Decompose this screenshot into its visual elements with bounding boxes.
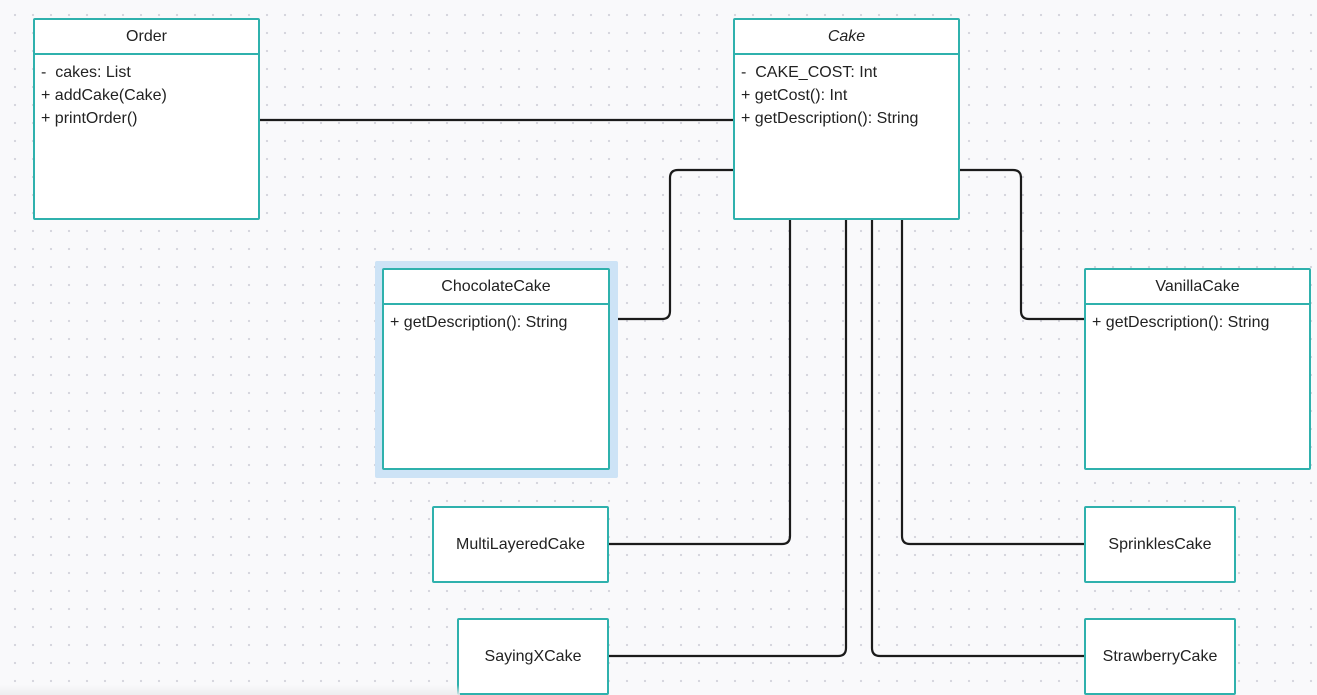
class-cake-method: + getDescription(): String [741,110,919,127]
class-vanillacake-name: VanillaCake [1086,270,1309,305]
class-chocolatecake-method: + getDescription(): String [390,314,568,331]
class-vanillacake-members: + getDescription(): String [1086,305,1309,334]
connector-strawberrycake-cake[interactable] [870,217,1088,658]
connector-chocolatecake-cake[interactable] [607,168,737,321]
canvas-edge-shadow [0,685,460,695]
class-order[interactable]: Order - cakes: List + addCake(Cake) + pr… [33,18,260,220]
connector-sayingxcake-cake[interactable] [607,217,848,658]
connector-vanillacake-cake[interactable] [956,168,1088,321]
box-sprinklescake[interactable]: SprinklesCake [1084,506,1236,583]
box-strawberrycake-label: StrawberryCake [1102,647,1218,665]
box-strawberrycake[interactable]: StrawberryCake [1084,618,1236,695]
box-sprinklescake-label: SprinklesCake [1108,535,1212,553]
box-sayingxcake-label: SayingXCake [484,647,582,665]
class-vanillacake[interactable]: VanillaCake + getDescription(): String [1084,268,1311,470]
class-order-attribute: - cakes: List [41,64,131,81]
class-cake[interactable]: Cake - CAKE_COST: Int + getCost(): Int +… [733,18,960,220]
connector-multilayeredcake-cake[interactable] [607,217,792,546]
box-multilayeredcake[interactable]: MultiLayeredCake [432,506,609,583]
class-chocolatecake[interactable]: ChocolateCake + getDescription(): String [382,268,610,470]
class-cake-attribute: - CAKE_COST: Int [741,64,878,81]
class-order-method: + printOrder() [41,110,138,127]
class-order-method: + addCake(Cake) [41,87,167,104]
box-sayingxcake[interactable]: SayingXCake [457,618,609,695]
class-order-members: - cakes: List + addCake(Cake) + printOrd… [35,55,258,130]
class-chocolatecake-name: ChocolateCake [384,270,608,305]
class-order-name: Order [35,20,258,55]
class-vanillacake-method: + getDescription(): String [1092,314,1270,331]
class-chocolatecake-members: + getDescription(): String [384,305,608,334]
class-cake-name: Cake [735,20,958,55]
class-cake-members: - CAKE_COST: Int + getCost(): Int + getD… [735,55,958,130]
connector-sprinklescake-cake[interactable] [900,217,1088,546]
class-cake-method: + getCost(): Int [741,87,848,104]
box-multilayeredcake-label: MultiLayeredCake [456,535,585,553]
